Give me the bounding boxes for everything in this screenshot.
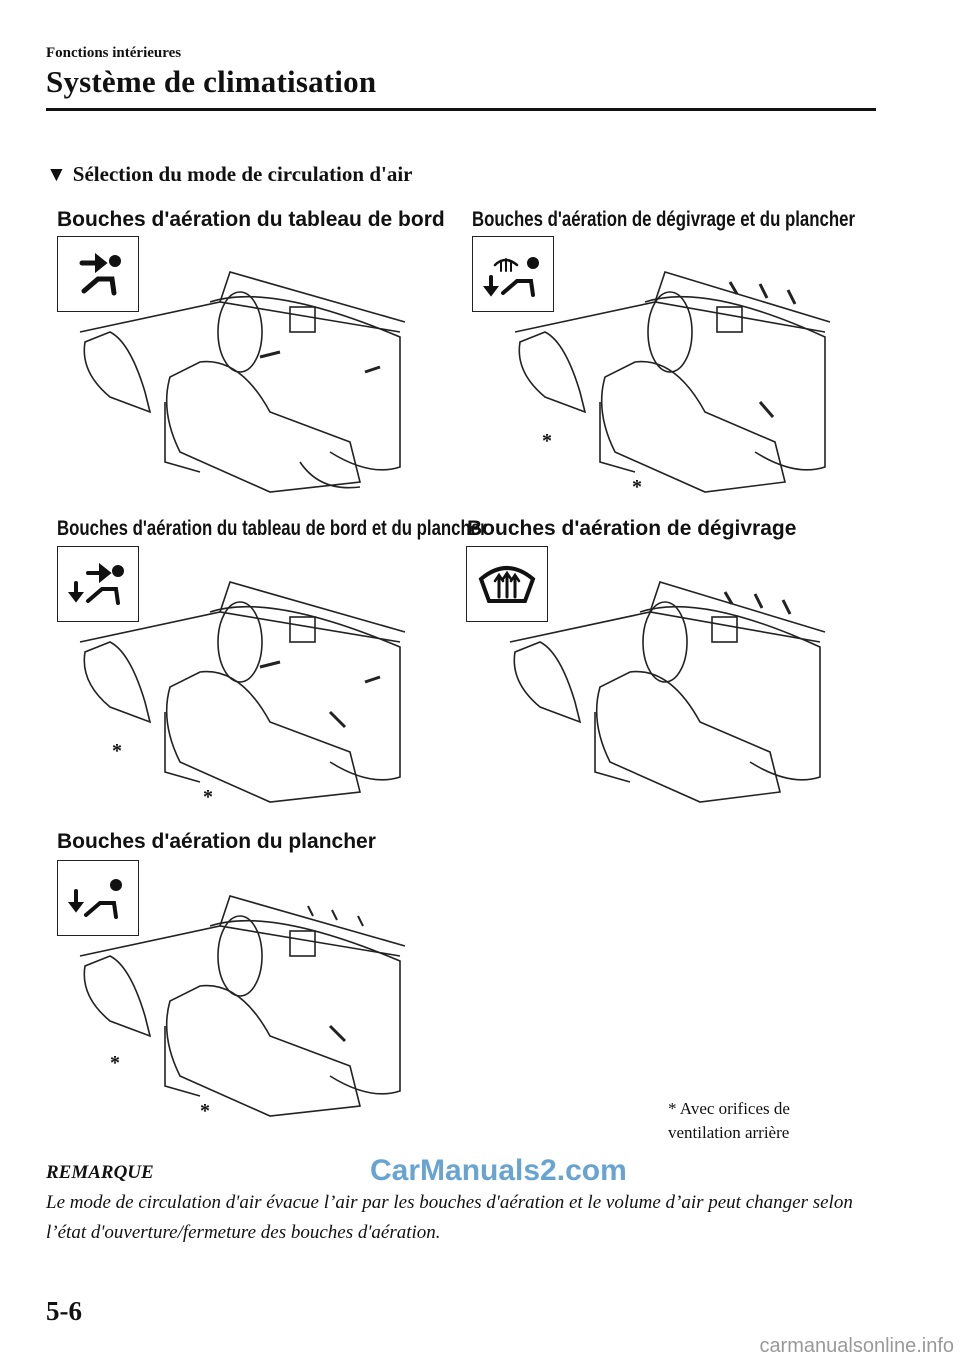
panel-label-defrost: Bouches d'aération de dégivrage [467, 517, 797, 540]
asterisk-marker: * [110, 1052, 120, 1074]
car-interior-illustration-dashboard-floor [70, 572, 415, 812]
remark-title: REMARQUE [46, 1162, 154, 1183]
dashboard-floor-vent-icon [57, 546, 139, 622]
defrost-floor-vent-icon [472, 236, 554, 312]
defrost-vent-icon [466, 546, 548, 622]
panel-label-dashboard-floor: Bouches d'aération du tableau de bord et… [57, 517, 487, 540]
chapter-label: Fonctions intérieures [46, 45, 182, 61]
footnote-line-1: * Avec orifices de [668, 1099, 790, 1118]
page-number: 5-6 [46, 1296, 82, 1326]
panel-label-defrost-floor: Bouches d'aération de dégivrage et du pl… [472, 208, 856, 231]
watermark-logo: CarManuals2.com [370, 1154, 627, 1187]
asterisk-marker: * [200, 1100, 210, 1122]
triangle-marker: ▼ [46, 162, 67, 186]
page-title: Système de climatisation [46, 64, 377, 99]
car-interior-illustration-dashboard [70, 262, 415, 502]
floor-vent-icon [57, 860, 139, 936]
remark-text: Le mode de circulation d'air évacue l’ai… [46, 1192, 853, 1243]
footnote: * Avec orifices de ventilation arrière [668, 1097, 790, 1145]
section-heading: ▼Sélection du mode de circulation d'air [46, 162, 413, 187]
car-interior-illustration-defrost [500, 572, 830, 817]
asterisk-marker: * [112, 740, 122, 762]
panel-label-floor: Bouches d'aération du plancher [57, 830, 376, 853]
title-rule [46, 108, 876, 111]
dashboard-vent-icon [57, 236, 139, 312]
car-interior-illustration-defrost-floor [505, 262, 835, 502]
panel-label-dashboard: Bouches d'aération du tableau de bord [57, 208, 445, 231]
section-heading-text: Sélection du mode de circulation d'air [72, 162, 413, 186]
asterisk-marker: * [542, 430, 552, 452]
footer-watermark: carmanualsonline.info [759, 1335, 954, 1357]
footnote-line-2: ventilation arrière [668, 1123, 790, 1142]
asterisk-marker: * [632, 476, 642, 498]
asterisk-marker: * [203, 786, 213, 808]
car-interior-illustration-floor [70, 886, 415, 1136]
